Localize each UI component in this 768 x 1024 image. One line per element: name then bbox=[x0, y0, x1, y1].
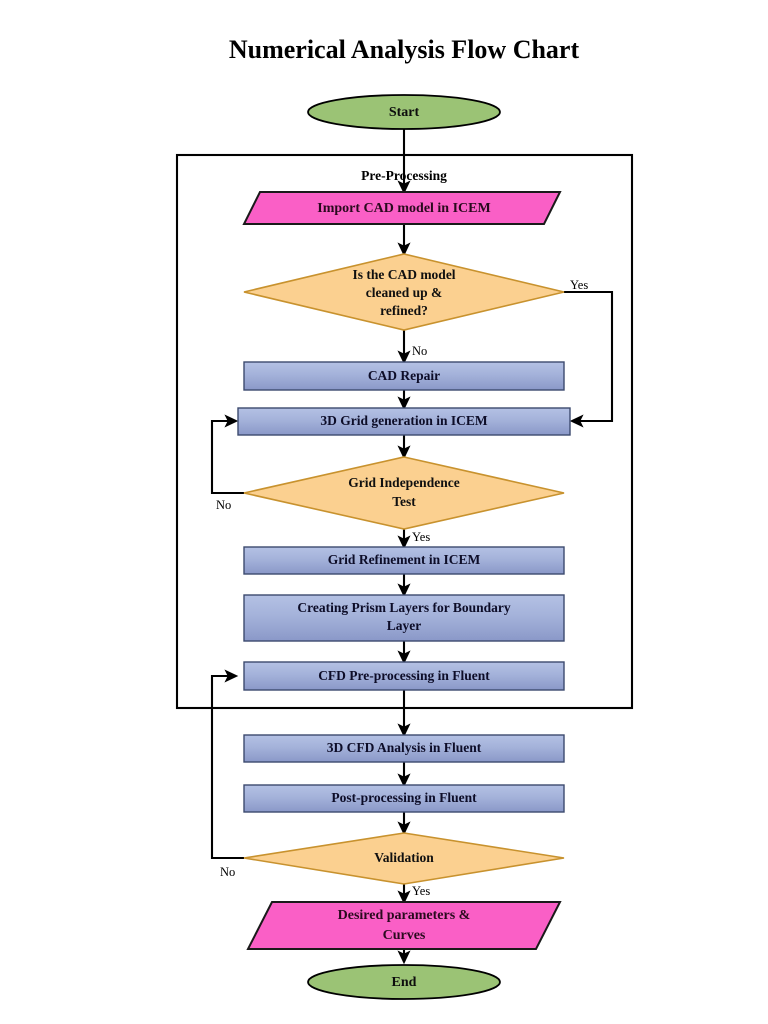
node-validation[interactable]: Validation bbox=[243, 832, 565, 885]
post-processing-rect-shape bbox=[243, 784, 565, 813]
page-title: Numerical Analysis Flow Chart bbox=[229, 35, 580, 64]
cad-repair-rect-shape bbox=[243, 361, 565, 391]
cad-check-label-line1: Is the CAD model bbox=[352, 267, 455, 282]
import-cad-label: Import CAD model in ICEM bbox=[317, 201, 490, 216]
prism-layers-rect-shape bbox=[243, 594, 565, 642]
prism-layers-label-line2: Layer bbox=[387, 618, 422, 633]
grid-independence-diamond-shape bbox=[243, 456, 565, 530]
edge-label-cad-check-yes: Yes bbox=[570, 278, 588, 292]
validation-diamond-shape bbox=[243, 832, 565, 885]
grid-refinement-rect-shape bbox=[243, 546, 565, 575]
node-cad-repair[interactable]: CAD Repair bbox=[243, 361, 565, 391]
node-desired-parameters[interactable]: Desired parameters & Curves bbox=[246, 901, 562, 950]
grid-gen-rect-shape bbox=[237, 407, 571, 436]
cfd-preprocessing-rect-shape bbox=[243, 661, 565, 691]
end-ellipse-shape bbox=[307, 964, 501, 1000]
node-grid-independence[interactable]: Grid Independence Test bbox=[243, 456, 565, 530]
node-cfd-analysis[interactable]: 3D CFD Analysis in Fluent bbox=[243, 734, 565, 763]
validation-label: Validation bbox=[374, 850, 434, 865]
cfd-analysis-label: 3D CFD Analysis in Fluent bbox=[327, 740, 482, 755]
prism-layers-label-line1: Creating Prism Layers for Boundary bbox=[297, 600, 510, 615]
node-prism-layers[interactable]: Creating Prism Layers for Boundary Layer bbox=[243, 594, 565, 642]
grid-independence-label-line1: Grid Independence bbox=[348, 475, 459, 490]
desired-parameters-label-line2: Curves bbox=[383, 928, 426, 943]
connector-validation-no-to-cfdpre bbox=[210, 669, 244, 860]
node-grid-gen[interactable]: 3D Grid generation in ICEM bbox=[237, 407, 571, 436]
grid-independence-label-line2: Test bbox=[392, 494, 416, 509]
end-label: End bbox=[392, 975, 417, 990]
cad-check-label-line2: cleaned up & bbox=[366, 285, 443, 300]
edge-label-validation-no: No bbox=[220, 865, 235, 879]
cad-repair-label: CAD Repair bbox=[368, 368, 440, 383]
grid-gen-label: 3D Grid generation in ICEM bbox=[320, 413, 488, 428]
cfd-analysis-rect-shape bbox=[243, 734, 565, 763]
node-cad-check[interactable]: Is the CAD model cleaned up & refined? bbox=[243, 253, 565, 331]
edge-label-grid-independence-no: No bbox=[216, 498, 231, 512]
connector-gridindep-no-to-gridgen bbox=[210, 414, 244, 495]
cfd-preprocessing-label: CFD Pre-processing in Fluent bbox=[318, 668, 490, 683]
node-end[interactable]: End bbox=[307, 964, 501, 1000]
desired-parameters-parallelogram-shape bbox=[246, 901, 562, 950]
post-processing-label: Post-processing in Fluent bbox=[331, 790, 477, 805]
node-post-processing[interactable]: Post-processing in Fluent bbox=[243, 784, 565, 813]
node-start[interactable]: Start bbox=[307, 94, 501, 130]
cad-check-diamond-shape bbox=[243, 253, 565, 331]
edge-label-cad-check-no: No bbox=[412, 344, 427, 358]
cad-check-label-line3: refined? bbox=[380, 303, 428, 318]
node-grid-refinement[interactable]: Grid Refinement in ICEM bbox=[243, 546, 565, 575]
edge-label-grid-independence-yes: Yes bbox=[412, 530, 430, 544]
desired-parameters-label-line1: Desired parameters & bbox=[338, 908, 471, 923]
node-import-cad[interactable]: Import CAD model in ICEM bbox=[242, 191, 562, 225]
node-cfd-preprocessing[interactable]: CFD Pre-processing in Fluent bbox=[243, 661, 565, 691]
grid-refinement-label: Grid Refinement in ICEM bbox=[328, 552, 481, 567]
import-cad-parallelogram-shape bbox=[242, 191, 562, 225]
edge-label-validation-yes: Yes bbox=[412, 884, 430, 898]
connector-cadcheck-yes-to-gridgen bbox=[564, 290, 614, 428]
start-label: Start bbox=[389, 105, 420, 120]
start-ellipse-shape bbox=[307, 94, 501, 130]
